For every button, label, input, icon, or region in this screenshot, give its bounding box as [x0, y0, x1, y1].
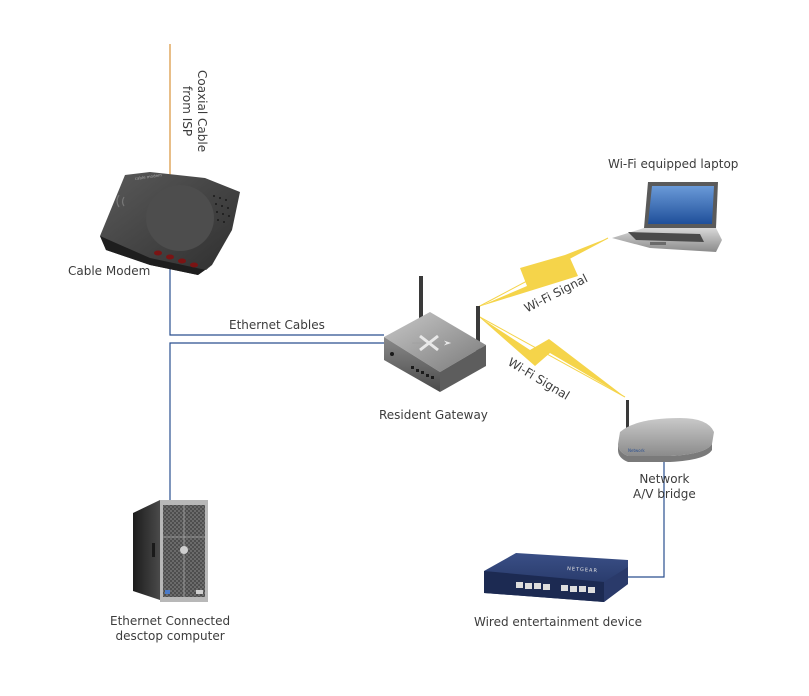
coax-cable-label: Coaxial Cable from ISP	[179, 70, 209, 152]
switch-label: Wired entertainment device	[474, 615, 643, 629]
ethernet-cables-label: Ethernet Cables	[229, 318, 325, 332]
av-bridge-icon[interactable]: Network	[618, 400, 714, 462]
av-bridge-label: Network A/V bridge	[633, 472, 696, 502]
desktop-label-line2: desctop computer	[115, 629, 225, 643]
gateway-router-icon[interactable]	[384, 276, 486, 392]
av-bridge-label-line1: Network	[639, 472, 690, 486]
svg-text:cable modem: cable modem	[134, 172, 162, 181]
coax-label-line2: from ISP	[180, 85, 194, 137]
gateway-label: Resident Gateway	[379, 408, 488, 422]
laptop-label: Wi-Fi equipped laptop	[608, 157, 739, 171]
desktop-computer-icon[interactable]	[133, 500, 208, 602]
ethernet-cable-modem-gateway	[169, 262, 384, 336]
ethernet-cable-desktop-gateway	[169, 342, 384, 500]
laptop-icon[interactable]	[612, 182, 722, 252]
svg-text:Network: Network	[628, 448, 645, 453]
cable-modem-icon[interactable]: cable modem	[100, 172, 240, 275]
ethernet-cable-bridge-switch	[628, 458, 665, 578]
desktop-label: Ethernet Connected desctop computer	[110, 614, 230, 644]
desktop-label-line1: Ethernet Connected	[110, 614, 231, 628]
coax-label-line1: Coaxial Cable	[195, 70, 209, 153]
av-bridge-label-line2: A/V bridge	[633, 487, 696, 501]
switch-icon[interactable]: NETGEAR	[484, 553, 628, 602]
switch-brand: NETGEAR	[567, 566, 598, 574]
cable-modem-label: Cable Modem	[68, 264, 151, 278]
